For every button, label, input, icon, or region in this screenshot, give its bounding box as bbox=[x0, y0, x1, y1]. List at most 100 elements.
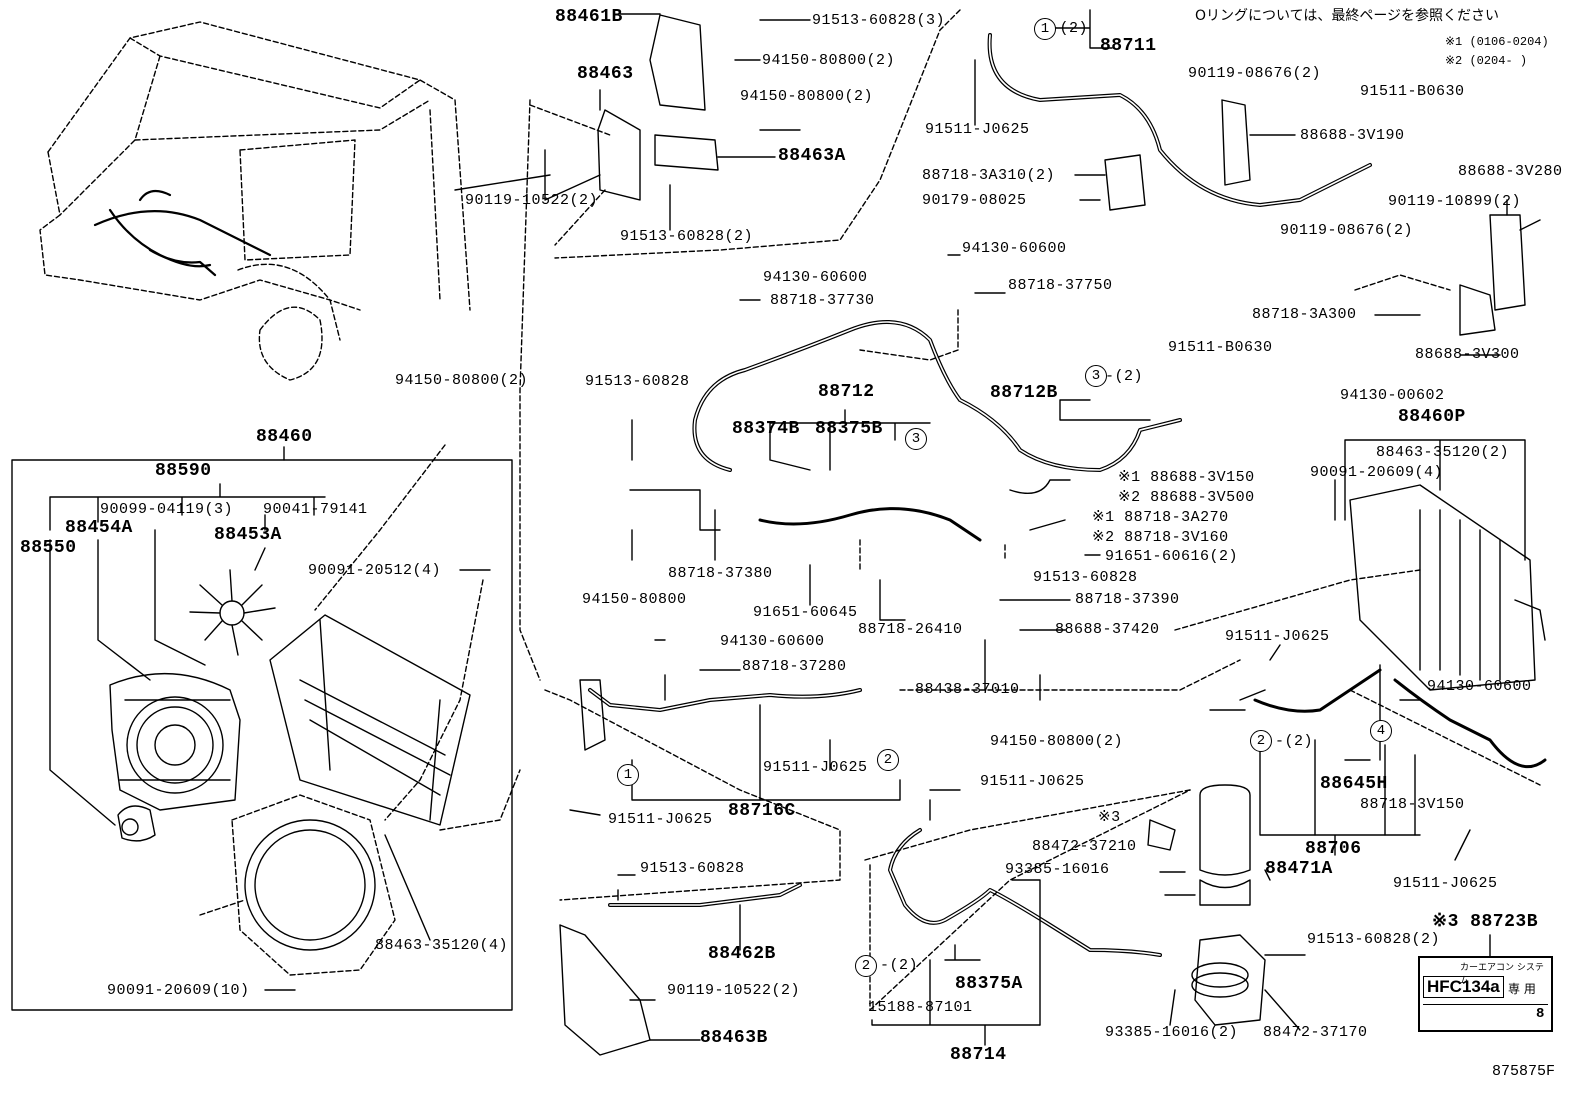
part-label: 88711 bbox=[1100, 36, 1157, 56]
part-label: 88718-3V150 bbox=[1360, 796, 1465, 813]
part-label: ※3 88723B bbox=[1432, 912, 1538, 932]
label-card-foot: 8 bbox=[1536, 1006, 1545, 1022]
part-label: 88706 bbox=[1305, 839, 1362, 859]
note-2: ※2 (0204- ) bbox=[1445, 54, 1528, 68]
part-label: 91511-J0625 bbox=[1393, 875, 1498, 892]
label-card-refrigerant: HFC134a bbox=[1423, 976, 1504, 998]
part-label: 91513-60828 bbox=[1033, 569, 1138, 586]
part-label: 88460P bbox=[1398, 407, 1466, 427]
oring-note: Oリングについては、最終ページを参照ください bbox=[1195, 8, 1500, 24]
part-label: 94150-80800(2) bbox=[990, 733, 1124, 750]
part-label: 88463-35120(2) bbox=[1376, 444, 1510, 461]
circle-ref: 3 bbox=[905, 428, 927, 450]
part-label: ※1 88718-3A270 bbox=[1092, 509, 1229, 526]
part-label: -(2) bbox=[880, 957, 919, 974]
part-label: 88460 bbox=[256, 427, 313, 447]
condenser-core bbox=[269, 614, 471, 826]
part-label: 90091-20609(10) bbox=[107, 982, 250, 999]
part-label: 88718-3A300 bbox=[1252, 306, 1357, 323]
fan-shroud bbox=[109, 673, 241, 811]
circle-ref: 4 bbox=[1370, 720, 1392, 742]
part-label: 88718-37730 bbox=[770, 292, 875, 309]
part-label: 88463A bbox=[778, 146, 846, 166]
part-label: 91511-J0625 bbox=[608, 811, 713, 828]
circle-ref: 1 bbox=[617, 764, 639, 786]
part-label: ※2 88718-3V160 bbox=[1092, 529, 1229, 546]
part-label: 91511-J0625 bbox=[980, 773, 1085, 790]
part-label: 91513-60828 bbox=[640, 860, 745, 877]
part-label: ※1 88688-3V150 bbox=[1118, 469, 1255, 486]
part-label: 94130-60600 bbox=[1427, 678, 1532, 695]
part-label: 88688-3V300 bbox=[1415, 346, 1520, 363]
part-label: 88714 bbox=[950, 1045, 1007, 1065]
part-label: 90041-79141 bbox=[263, 501, 368, 518]
part-label: 91511-J0625 bbox=[925, 121, 1030, 138]
part-label: 88645H bbox=[1320, 774, 1388, 794]
part-label: 94130-60600 bbox=[962, 240, 1067, 257]
part-label: 91511-J0625 bbox=[1225, 628, 1330, 645]
circle-ref: 1 bbox=[1034, 18, 1056, 40]
diagram-ref-number: 875875F bbox=[1492, 1063, 1556, 1080]
part-label: 88472-37210 bbox=[1032, 838, 1137, 855]
refrigerant-label-card: カーエアコン システム HFC134a 専 用 8 bbox=[1418, 956, 1553, 1032]
part-label: 88374B bbox=[732, 419, 800, 439]
receiver-drier bbox=[1147, 784, 1266, 1026]
part-label: -(2) bbox=[1105, 368, 1144, 385]
part-label: 93385-16016 bbox=[1005, 861, 1110, 878]
part-label: 91513-60828(3) bbox=[812, 12, 946, 29]
bracket-88461B bbox=[649, 14, 706, 111]
part-label: 88453A bbox=[214, 525, 282, 545]
part-label: -(2) bbox=[1050, 20, 1089, 37]
assembly-box bbox=[11, 459, 513, 1011]
part-label: 94130-00602 bbox=[1340, 387, 1445, 404]
part-label: 88712B bbox=[990, 383, 1058, 403]
part-label: 88718-37390 bbox=[1075, 591, 1180, 608]
vehicle-sketch bbox=[39, 21, 471, 381]
part-label: 88718-3A310(2) bbox=[922, 167, 1056, 184]
circle-ref: 3 bbox=[1085, 365, 1107, 387]
part-label: 90091-20512(4) bbox=[308, 562, 442, 579]
circle-ref: 2 bbox=[877, 749, 899, 771]
part-label: 88461B bbox=[555, 7, 623, 27]
part-label: 90119-08676(2) bbox=[1188, 65, 1322, 82]
part-label: 88718-37750 bbox=[1008, 277, 1113, 294]
part-label: 88463 bbox=[577, 64, 634, 84]
part-label: 91511-J0625 bbox=[763, 759, 868, 776]
part-label: 91513-60828(2) bbox=[1307, 931, 1441, 948]
part-label: 88688-3V190 bbox=[1300, 127, 1405, 144]
part-label: ※3 bbox=[1098, 809, 1121, 826]
part-label: 15188-87101 bbox=[868, 999, 973, 1016]
part-label: 88590 bbox=[155, 461, 212, 481]
part-label: 88718-37280 bbox=[742, 658, 847, 675]
part-label: -(2) bbox=[1275, 733, 1314, 750]
part-label: 90099-04119(3) bbox=[100, 501, 234, 518]
wiring-harness bbox=[93, 189, 272, 277]
part-label: 88688-37420 bbox=[1055, 621, 1160, 638]
part-label: 94150-80800(2) bbox=[395, 372, 529, 389]
hose-88706 bbox=[1253, 668, 1382, 713]
part-label: 88438-37010 bbox=[915, 681, 1020, 698]
part-label: 88375A bbox=[955, 974, 1023, 994]
circle-ref: 2 bbox=[1250, 730, 1272, 752]
part-label: 91511-B0630 bbox=[1360, 83, 1465, 100]
circle-ref: 2 bbox=[855, 955, 877, 977]
part-label: 88471A bbox=[1265, 859, 1333, 879]
part-label: 88718-37380 bbox=[668, 565, 773, 582]
part-label: 91513-60828(2) bbox=[620, 228, 754, 245]
part-label: 94130-60600 bbox=[763, 269, 868, 286]
part-label: 88462B bbox=[708, 944, 776, 964]
part-label: 90119-10522(2) bbox=[667, 982, 801, 999]
part-label: 88716C bbox=[728, 801, 796, 821]
note-1: ※1 (0106-0204) bbox=[1445, 35, 1549, 49]
part-label: 91511-B0630 bbox=[1168, 339, 1273, 356]
fan-motor bbox=[117, 805, 156, 842]
part-label: 88472-37170 bbox=[1263, 1024, 1368, 1041]
part-label: 94150-80800(2) bbox=[762, 52, 896, 69]
part-label: 88718-26410 bbox=[858, 621, 963, 638]
part-label: 88463B bbox=[700, 1028, 768, 1048]
part-label: 91513-60828 bbox=[585, 373, 690, 390]
part-label: 91651-60616(2) bbox=[1105, 548, 1239, 565]
label-card-use: 専 用 bbox=[1508, 982, 1536, 996]
part-label: 90119-10522(2) bbox=[465, 192, 599, 209]
